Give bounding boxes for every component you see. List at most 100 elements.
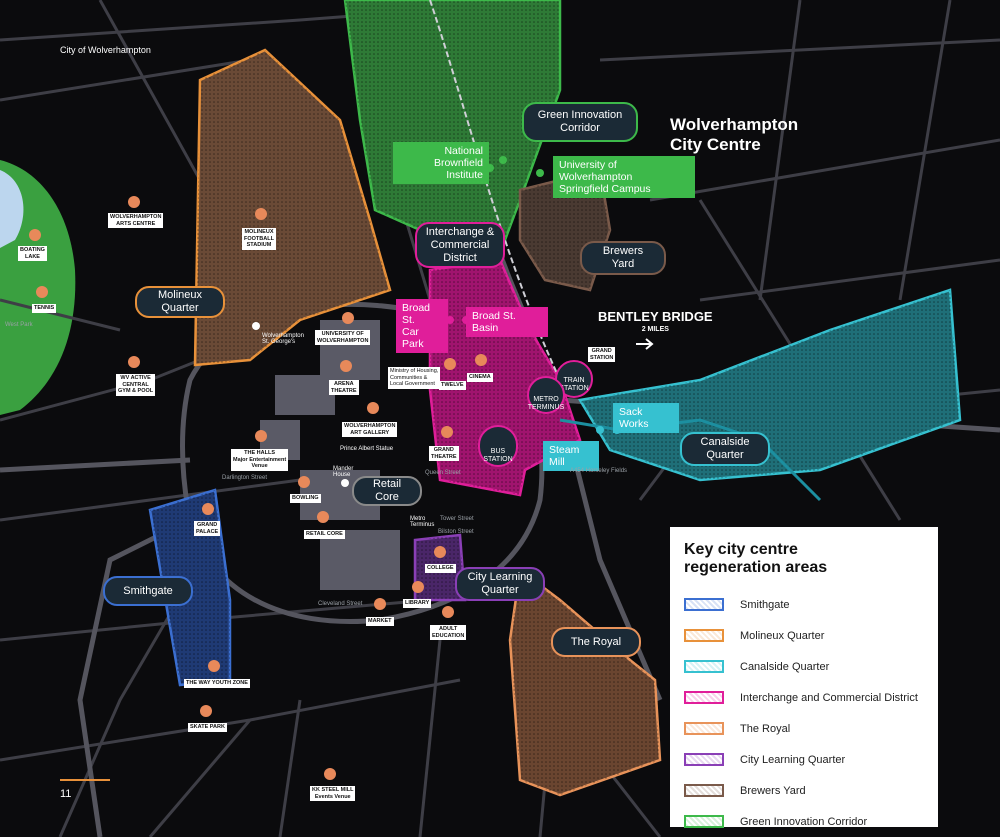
legend-label: Green Innovation Corridor xyxy=(740,815,868,828)
boating-icon xyxy=(29,229,41,241)
kk-label: KK STEEL MILL Events Venue xyxy=(310,786,356,801)
adult-ed-label: ADULT EDUCATION xyxy=(430,625,467,640)
canal xyxy=(559,418,822,502)
street-queen: Queen Street xyxy=(425,470,461,476)
tag-university-springfield[interactable]: University of Wolverhampton Springfield … xyxy=(553,156,695,198)
street-darlington: Darlington Street xyxy=(222,475,268,481)
halls-icon xyxy=(255,430,267,442)
stadium-label: MOLINEUX FOOTBALL STADIUM xyxy=(242,228,276,250)
legend-label: Molineux Quarter xyxy=(740,629,825,642)
legend-label: Smithgate xyxy=(740,598,790,611)
west-park-label: West Park xyxy=(5,322,33,328)
mander-label: Mander House xyxy=(333,466,354,478)
area-green-label[interactable]: Green Innovation Corridor xyxy=(522,102,638,142)
legend-swatch xyxy=(684,691,724,704)
twelve-label: TWELVE xyxy=(439,381,466,390)
area-brewers-label[interactable]: Brewers Yard xyxy=(580,241,666,275)
college-icon xyxy=(434,546,446,558)
retail-core-small-label: RETAIL CORE xyxy=(304,530,345,539)
area-molineux-label[interactable]: Molineux Quarter xyxy=(135,286,225,318)
legend-item: Brewers Yard xyxy=(684,775,924,806)
kk-icon xyxy=(324,768,336,780)
legend-item: The Royal xyxy=(684,713,924,744)
bentley-line2: 2 MILES xyxy=(641,326,669,333)
bus-station[interactable]: BUS STATION xyxy=(478,425,518,467)
legend-swatch xyxy=(684,753,724,766)
youth-label: THE WAY YOUTH ZONE xyxy=(184,679,250,688)
arena-label: ARENA THEATRE xyxy=(329,380,359,395)
legend-item: Smithgate xyxy=(684,589,924,620)
skate-label: SKATE PARK xyxy=(188,723,227,732)
legend-item: Canalside Quarter xyxy=(684,651,924,682)
grand-station-label: GRAND STATION xyxy=(588,347,616,362)
legend-label: City Learning Quarter xyxy=(740,753,846,766)
legend-label: The Royal xyxy=(740,722,791,735)
legend-label: Interchange and Commercial District xyxy=(740,691,918,704)
area-city-learning-label[interactable]: City Learning Quarter xyxy=(455,567,545,601)
metro-terminus[interactable]: METRO TERMINUS xyxy=(527,376,565,414)
tennis-icon xyxy=(36,286,48,298)
stadium-icon xyxy=(255,208,267,220)
adult-ed-icon xyxy=(442,606,454,618)
gym-label: WV ACTIVE CENTRAL GYM & POOL xyxy=(116,374,156,396)
area-retail-label[interactable]: Retail Core xyxy=(352,476,422,506)
map-title-line2: City Centre xyxy=(670,135,761,154)
prince-albert-label: Prince Albert Statue xyxy=(340,446,394,452)
area-interchange-label[interactable]: Interchange & Commercial District xyxy=(415,222,505,268)
legend-swatch xyxy=(684,629,724,642)
tag-sack-works[interactable]: Sack Works xyxy=(613,403,679,433)
tag-steam-mill[interactable]: Steam Mill xyxy=(543,441,599,471)
corner-label: City of Wolverhampton xyxy=(60,45,151,55)
map-title-line1: Wolverhampton xyxy=(670,115,799,134)
street-bilston: Bilston Street xyxy=(438,529,474,535)
legend-swatch xyxy=(684,784,724,797)
legend-item: Green Innovation Corridor xyxy=(684,806,924,837)
legend-swatch xyxy=(684,660,724,673)
legend-swatch xyxy=(684,598,724,611)
skate-icon xyxy=(200,705,212,717)
legend-swatch xyxy=(684,722,724,735)
arts-icon xyxy=(128,196,140,208)
tag-national-brownfield[interactable]: National Brownfield Institute xyxy=(393,142,489,184)
map-title: Wolverhampton City Centre xyxy=(670,115,798,155)
legend-item: City Learning Quarter xyxy=(684,744,924,775)
library-icon xyxy=(412,581,424,593)
grand-palace-icon xyxy=(202,503,214,515)
art-gallery-icon xyxy=(367,402,379,414)
bowling-icon xyxy=(298,476,310,488)
retail-core-icon xyxy=(317,511,329,523)
market-icon xyxy=(374,598,386,610)
tennis-label: TENNIS xyxy=(32,304,57,313)
library-label: LIBRARY xyxy=(403,599,432,608)
area-canalside-label[interactable]: Canalside Quarter xyxy=(680,432,770,466)
college-label: COLLEGE xyxy=(425,564,456,573)
bentley-bridge: BENTLEY BRIDGE 2 MILES xyxy=(598,310,713,336)
univ-label: UNIVERSITY OF WOLVERHAMPTON xyxy=(315,330,371,345)
cinema-label: CINEMA xyxy=(467,373,493,382)
arts-label: WOLVERHAMPTON ARTS CENTRE xyxy=(108,213,164,228)
area-royal-label[interactable]: The Royal xyxy=(551,627,641,657)
metro-terminus-2-label: Metro Terminus xyxy=(410,516,435,528)
tag-broad-st-basin[interactable]: Broad St. Basin xyxy=(466,307,548,337)
legend-label: Canalside Quarter xyxy=(740,660,830,673)
legend-title: Key city centre regeneration areas xyxy=(684,541,828,576)
tag-broad-st-car-park[interactable]: Broad St. Car Park xyxy=(396,299,448,353)
area-smithgate-label[interactable]: Smithgate xyxy=(103,576,193,606)
legend-item: Molineux Quarter xyxy=(684,620,924,651)
bowling-label: BOWLING xyxy=(290,494,321,503)
boating-label: BOATING LAKE xyxy=(18,246,47,261)
legend-swatch xyxy=(684,815,724,828)
grand-theatre-icon xyxy=(441,426,453,438)
legend-item: Interchange and Commercial District xyxy=(684,682,924,713)
cinema-icon xyxy=(475,354,487,366)
univ-icon xyxy=(342,312,354,324)
halls-label: THE HALLS Major Entertainment Venue xyxy=(231,449,289,471)
street-tower: Tower Street xyxy=(440,516,474,522)
twelve-icon xyxy=(444,358,456,370)
street-horseley: A454 Horseley Fields xyxy=(570,468,628,474)
mhclg-label: Ministry of Housing, Communities & Local… xyxy=(388,367,441,389)
map-legend: Key city centre regeneration areas Smith… xyxy=(670,527,938,828)
art-gallery-label: WOLVERHAMPTON ART GALLERY xyxy=(342,422,398,437)
